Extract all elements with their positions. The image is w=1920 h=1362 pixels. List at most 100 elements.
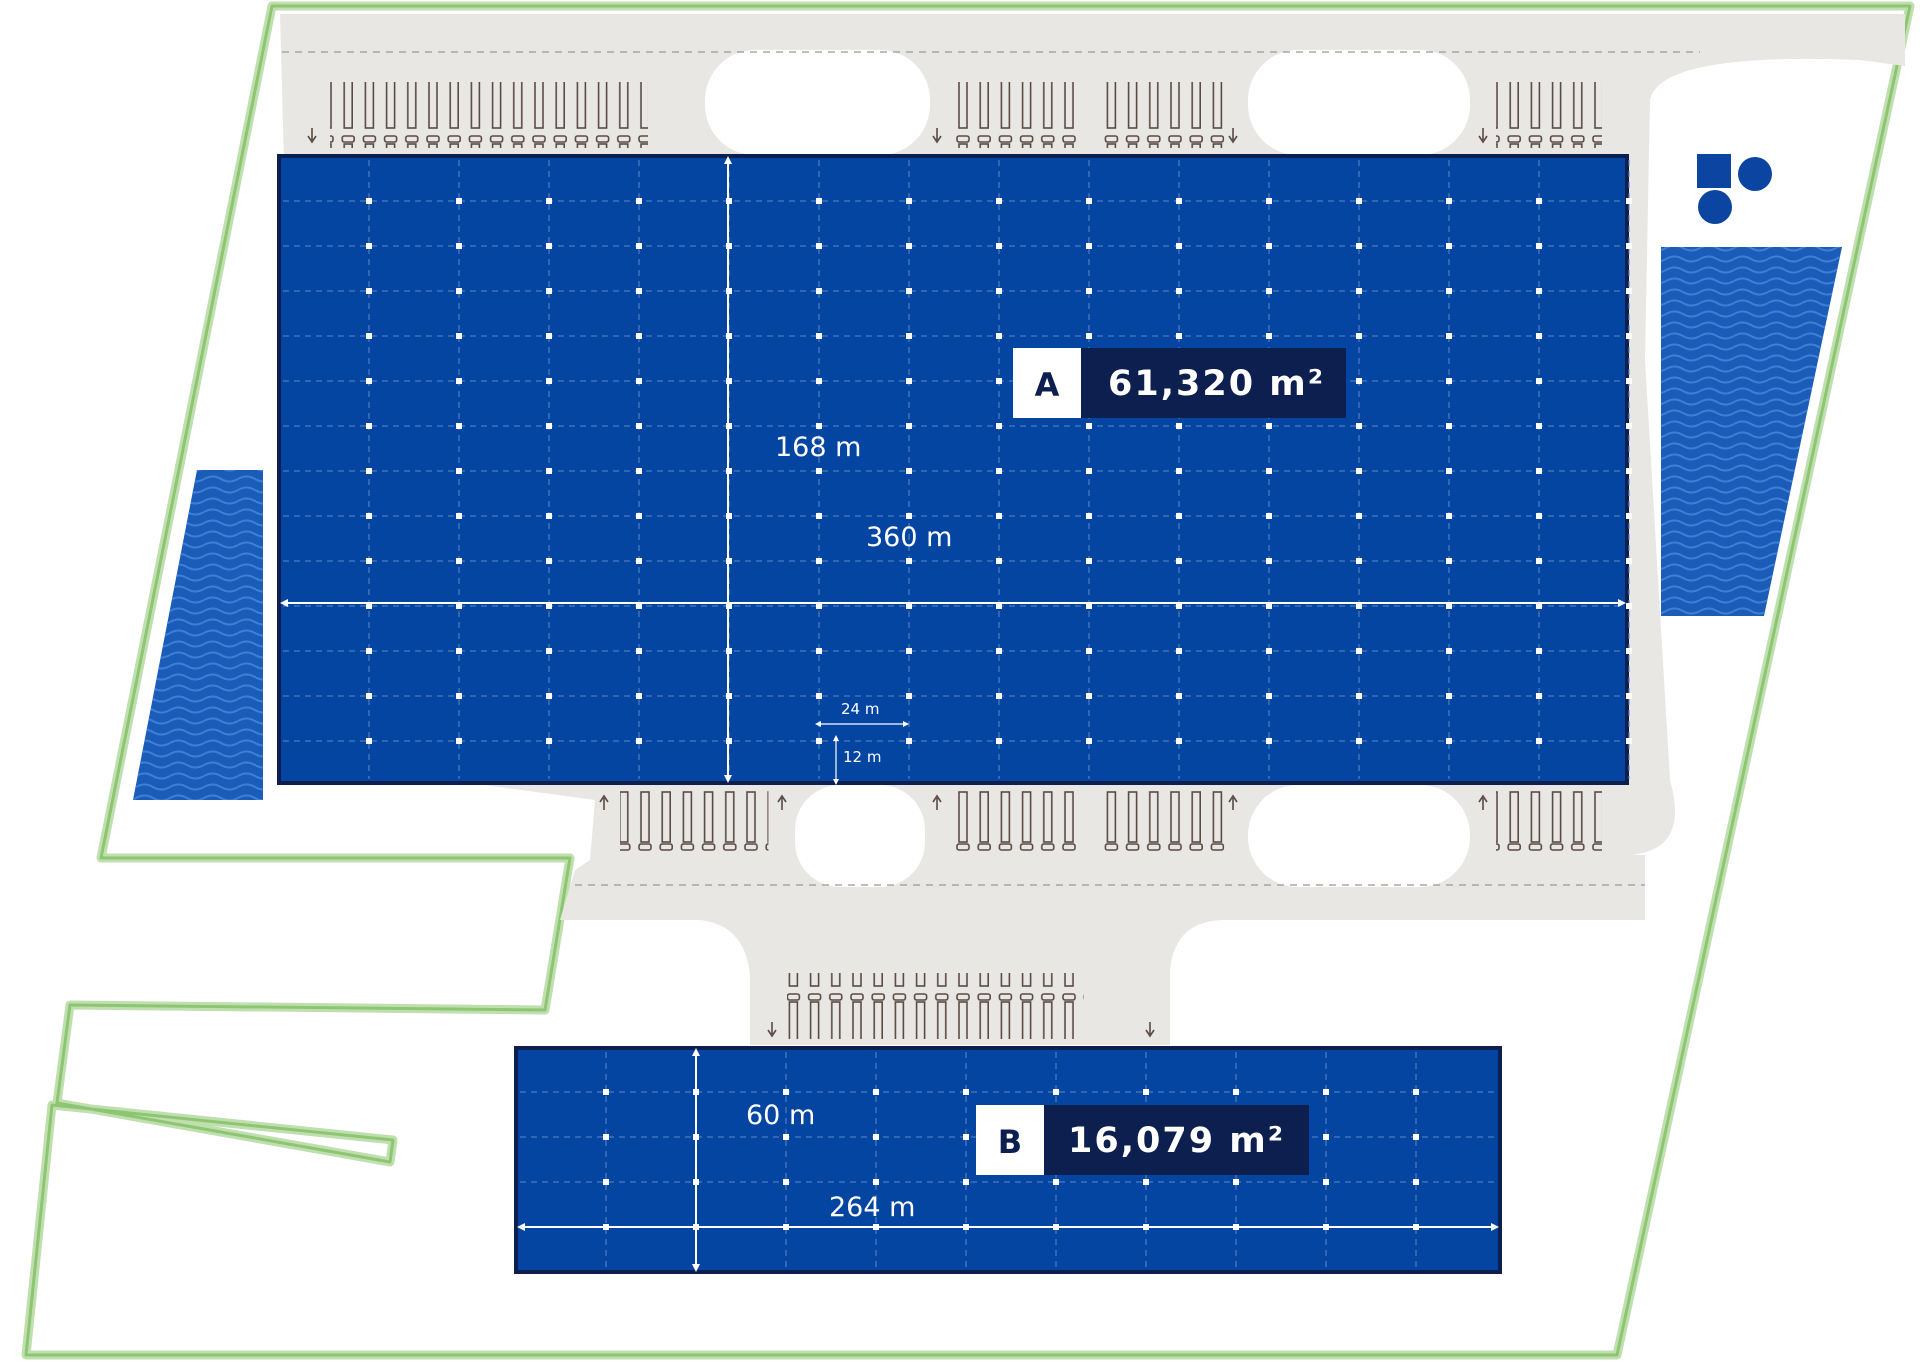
column-marker <box>1626 423 1632 429</box>
column-marker <box>366 288 372 294</box>
loading-docks <box>330 82 1602 1039</box>
column-marker <box>366 558 372 564</box>
column-marker <box>1266 423 1272 429</box>
column-marker <box>366 693 372 699</box>
column-marker <box>1413 1134 1419 1140</box>
column-marker <box>1626 468 1632 474</box>
arrow-icon <box>1145 1022 1155 1038</box>
column-marker <box>456 558 462 564</box>
site-boundary <box>21 1 1915 1360</box>
column-marker <box>1266 288 1272 294</box>
column-marker <box>1266 558 1272 564</box>
column-marker <box>963 1089 969 1095</box>
column-marker <box>546 198 552 204</box>
column-marker <box>636 648 642 654</box>
column-marker <box>906 558 912 564</box>
truck-dock-icon <box>955 790 1083 856</box>
truck-dock-icon <box>955 82 1083 148</box>
column-marker <box>1143 1179 1149 1185</box>
column-marker <box>816 738 822 744</box>
column-marker <box>1536 378 1542 384</box>
column-marker <box>963 1179 969 1185</box>
column-marker <box>1266 468 1272 474</box>
column-marker <box>1536 333 1542 339</box>
column-marker <box>1356 243 1362 249</box>
column-marker <box>1446 693 1452 699</box>
arrow-icon <box>777 794 787 810</box>
truck-dock-icon <box>1097 82 1225 148</box>
arrow-icon <box>307 128 317 144</box>
column-marker <box>1176 738 1182 744</box>
column-marker <box>456 333 462 339</box>
column-marker <box>996 738 1002 744</box>
column-marker <box>1323 1089 1329 1095</box>
column-marker <box>636 288 642 294</box>
column-marker <box>1536 288 1542 294</box>
column-marker <box>546 378 552 384</box>
column-marker <box>603 1089 609 1095</box>
column-marker <box>636 693 642 699</box>
column-marker <box>996 423 1002 429</box>
column-marker <box>366 333 372 339</box>
building-b: 60 m 264 m B 16,079 m² <box>514 1046 1502 1274</box>
column-marker <box>1176 288 1182 294</box>
column-marker <box>546 423 552 429</box>
column-marker <box>816 333 822 339</box>
column-marker <box>1446 288 1452 294</box>
column-marker <box>1536 243 1542 249</box>
column-marker <box>1356 198 1362 204</box>
arrow-icon <box>1228 794 1238 810</box>
column-marker <box>1086 468 1092 474</box>
bay-width-label: 24 m <box>841 700 879 718</box>
column-marker <box>636 513 642 519</box>
building-b-letter: B <box>998 1123 1022 1161</box>
column-marker <box>906 468 912 474</box>
column-marker <box>1176 468 1182 474</box>
column-marker <box>963 1134 969 1140</box>
column-marker <box>873 1179 879 1185</box>
truck-dock-icon <box>1496 82 1602 148</box>
column-marker <box>996 378 1002 384</box>
arrow-icon <box>1228 128 1238 144</box>
arrow-icon <box>932 794 942 810</box>
column-marker <box>1176 513 1182 519</box>
column-marker <box>816 198 822 204</box>
column-marker <box>1536 513 1542 519</box>
building-b-length-label: 264 m <box>829 1192 915 1223</box>
column-marker <box>996 243 1002 249</box>
column-marker <box>1053 1089 1059 1095</box>
column-marker <box>1356 378 1362 384</box>
column-marker <box>906 648 912 654</box>
column-marker <box>1536 423 1542 429</box>
column-marker <box>1176 648 1182 654</box>
column-marker <box>456 198 462 204</box>
column-marker <box>603 1179 609 1185</box>
column-marker <box>456 648 462 654</box>
column-marker <box>1143 1089 1149 1095</box>
column-marker <box>996 648 1002 654</box>
column-marker <box>366 513 372 519</box>
column-marker <box>1536 198 1542 204</box>
column-marker <box>1536 648 1542 654</box>
column-marker <box>1086 198 1092 204</box>
column-marker <box>456 738 462 744</box>
column-marker <box>366 243 372 249</box>
yard-islands <box>705 50 1470 887</box>
column-marker <box>816 513 822 519</box>
column-marker <box>1266 648 1272 654</box>
retention-pond-east <box>1661 247 1842 616</box>
column-marker <box>1536 693 1542 699</box>
bay-depth-label: 12 m <box>843 748 881 766</box>
column-marker <box>1266 198 1272 204</box>
column-marker <box>546 648 552 654</box>
company-logo-icon <box>1697 154 1772 224</box>
column-marker <box>816 288 822 294</box>
column-marker <box>636 558 642 564</box>
column-marker <box>1446 738 1452 744</box>
arrow-icon <box>599 794 609 810</box>
column-marker <box>1266 243 1272 249</box>
column-marker <box>816 693 822 699</box>
building-b-area: 16,079 m² <box>1068 1121 1285 1161</box>
column-marker <box>906 288 912 294</box>
column-marker <box>1266 333 1272 339</box>
